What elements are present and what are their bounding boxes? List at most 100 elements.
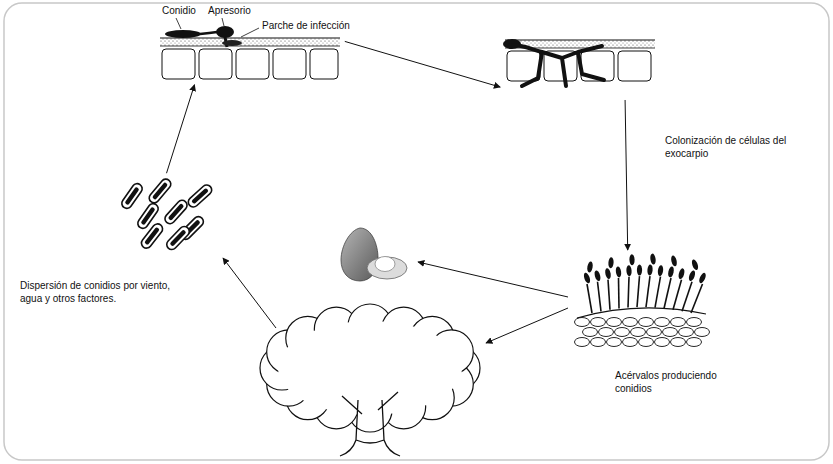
acervulus-drawing [695, 328, 710, 337]
spore-cluster [120, 182, 144, 211]
spore-cluster [163, 198, 189, 225]
colonized-tissue [510, 45, 604, 86]
cycle-connector [167, 85, 195, 173]
leader-line [176, 18, 259, 37]
acervulus-drawing [677, 268, 685, 280]
spore-cluster [140, 207, 155, 226]
stage-label: Dispersión de conidios por viento, agua … [20, 280, 192, 305]
tree-drawing [260, 304, 480, 456]
tree-drawing [278, 321, 462, 415]
acervulus-drawing [663, 328, 678, 337]
avocado-fruit [341, 228, 407, 281]
acervulus-drawing [647, 328, 662, 337]
avocado-fruit [375, 257, 395, 272]
infection-tissue [160, 38, 340, 46]
acervulus-drawing [682, 282, 692, 312]
colonized-tissue [618, 51, 651, 81]
acervulus-drawing [646, 276, 650, 307]
acervulus-drawing [599, 328, 614, 337]
acervulus-drawing [626, 265, 632, 276]
acervulus-drawing [615, 266, 622, 278]
acervulus-drawing [598, 282, 602, 312]
acervulus-drawing [691, 259, 700, 271]
stage-label: Acérvalos produciendo conidios [615, 370, 737, 395]
cycle-connector [345, 41, 500, 87]
acervulus-drawing [639, 338, 654, 347]
acervulus-drawing [607, 338, 622, 347]
acervulus-drawing [593, 270, 601, 282]
stage-label: Colonización de células del exocarpio [665, 135, 807, 160]
infection-tissue [236, 49, 269, 79]
acervulus-drawing [623, 338, 638, 347]
acervulus-drawing [688, 270, 697, 282]
spore-cluster [152, 182, 168, 200]
acervulus-drawing [591, 318, 606, 327]
acervulus-drawing [629, 254, 635, 265]
acervulus-drawing [667, 266, 674, 278]
tree-drawing [340, 392, 400, 456]
leader-line [176, 18, 181, 29]
acervulus-drawing [577, 308, 706, 318]
acervulus-drawing [575, 338, 590, 347]
leader-line [222, 18, 224, 26]
acervulus-drawing [655, 318, 670, 327]
outer-frame [4, 3, 829, 460]
acervulus-drawing [615, 328, 630, 337]
acervulus-drawing [631, 328, 646, 337]
spore-cluster [147, 177, 173, 205]
spore-cluster [165, 224, 192, 251]
acervulus-drawing [647, 264, 653, 275]
infection-tissue [200, 32, 217, 34]
spore-cluster [165, 224, 192, 251]
acervulus-drawing [583, 272, 592, 284]
stage-node: Dispersión de conidios por viento, agua … [115, 178, 215, 246]
cycle-connector [625, 100, 628, 250]
acervulus-drawing [673, 280, 682, 310]
acervulus-drawing [655, 338, 670, 347]
acervulus-drawing [670, 255, 678, 267]
cycle-arrow [223, 258, 276, 328]
cycle-arrow [418, 262, 568, 297]
acervulus-drawing [608, 280, 610, 310]
acervulus-drawing [657, 265, 664, 277]
spore-cluster [169, 229, 186, 246]
colonized-tissue [503, 39, 655, 86]
spore-cluster [120, 177, 214, 251]
infection-tissue [160, 46, 340, 47]
stage-label: Conidio [162, 5, 196, 18]
infection-tissue [199, 49, 232, 79]
stage-label: Parche de infección [262, 20, 350, 33]
acervulus-drawing [664, 278, 671, 309]
spore-cluster [168, 203, 185, 221]
spore-cluster [139, 222, 164, 250]
acervulus-drawing [623, 318, 638, 327]
spore-cluster [186, 183, 213, 209]
cycle-arrow [486, 308, 568, 343]
cycle-arrow [223, 258, 568, 343]
acervulus-drawing [586, 261, 593, 273]
acervulus-drawing [575, 253, 710, 346]
spore-cluster [147, 177, 173, 205]
stage-node: ConidioApresorioParche de infección [160, 30, 340, 80]
acervulus-drawing [608, 257, 614, 268]
acervulus-drawing [591, 338, 606, 347]
colonized-tissue [505, 39, 655, 40]
infection-tissue [310, 49, 338, 79]
acervulus-drawing [639, 318, 654, 327]
acervulus-drawing [691, 284, 703, 313]
spore-cluster [186, 183, 213, 209]
acervulus-drawing [698, 272, 707, 284]
spore-cluster [120, 182, 144, 211]
acervulus-drawing [671, 338, 686, 347]
infection-tissue [222, 40, 242, 46]
acervulus-drawing [655, 277, 661, 308]
spore-cluster [139, 222, 164, 250]
acervulus-drawing [687, 318, 702, 327]
colonized-tissue [507, 51, 540, 81]
acervulus-drawing [687, 338, 702, 347]
infection-tissue [160, 26, 340, 79]
acervulus-drawing [618, 278, 620, 309]
